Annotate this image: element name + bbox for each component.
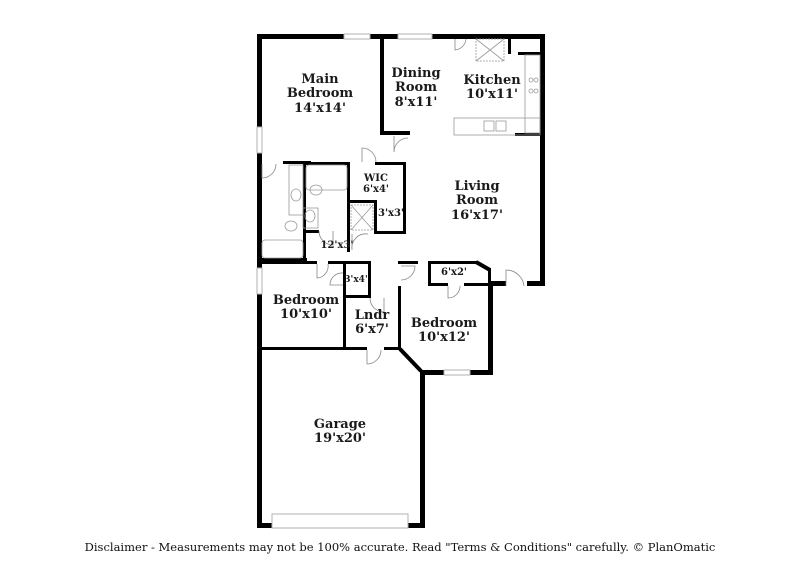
room-name-line: Bedroom [272, 293, 340, 308]
room-dimensions: 10'x12' [418, 330, 470, 346]
room-dining-room: Dining Room 8'x11' [391, 66, 441, 110]
room-wic: WIC 6'x4' [363, 173, 389, 195]
room-main-bedroom: Main Bedroom 14'x14' [286, 72, 354, 116]
room-laundry: Lndr 6'x7' [354, 308, 390, 338]
room-closet-6x2: 6'x2' [441, 267, 467, 278]
room-name-line: Garage [313, 417, 367, 432]
room-dimensions: 14'x14' [294, 100, 346, 116]
room-name-line: Room [456, 193, 498, 209]
room-living-room: Living Room 16'x17' [451, 179, 503, 223]
room-dimensions: 3'x3' [377, 208, 405, 219]
room-name-line: Bedroom [410, 316, 478, 331]
room-kitchen: Kitchen 10'x11' [463, 73, 521, 103]
room-name-line: Dining [391, 66, 441, 81]
room-name-line: WIC [364, 173, 388, 184]
room-name-line: Bedroom [286, 86, 354, 102]
room-closet-3x3: 3'x3' [378, 208, 404, 219]
room-dimensions: 12'x3' [320, 240, 354, 251]
room-garage: Garage 19'x20' [313, 417, 367, 447]
angled-walls [398, 260, 491, 373]
room-dimensions: 6'x4' [362, 184, 390, 195]
room-hall: 12'x3' [321, 240, 354, 251]
doors [261, 38, 525, 365]
room-dimensions: 3'x4' [344, 275, 368, 285]
disclaimer-text: Disclaimer - Measurements may not be 100… [84, 540, 716, 554]
room-dimensions: 6'x7' [355, 322, 389, 338]
room-dimensions: 10'x11' [466, 87, 518, 103]
room-closet-3x4: 3'x4' [344, 275, 368, 286]
room-dimensions: 10'x10' [280, 307, 332, 323]
room-name-line: Lndr [354, 308, 390, 323]
room-dimensions: 8'x11' [394, 94, 438, 110]
room-name-line: Main [301, 72, 339, 87]
room-bedroom-2: Bedroom 10'x10' [272, 293, 340, 323]
room-name-line: Kitchen [463, 73, 521, 88]
windows [256, 33, 471, 529]
room-dimensions: 19'x20' [314, 431, 366, 447]
room-bedroom-3: Bedroom 10'x12' [410, 316, 478, 346]
interior-walls [262, 34, 545, 350]
room-dimensions: 6'x2' [440, 267, 468, 278]
room-dimensions: 16'x17' [451, 207, 503, 223]
fixtures [261, 38, 541, 259]
room-name-line: Room [395, 80, 437, 96]
room-name-line: Living [454, 179, 500, 194]
